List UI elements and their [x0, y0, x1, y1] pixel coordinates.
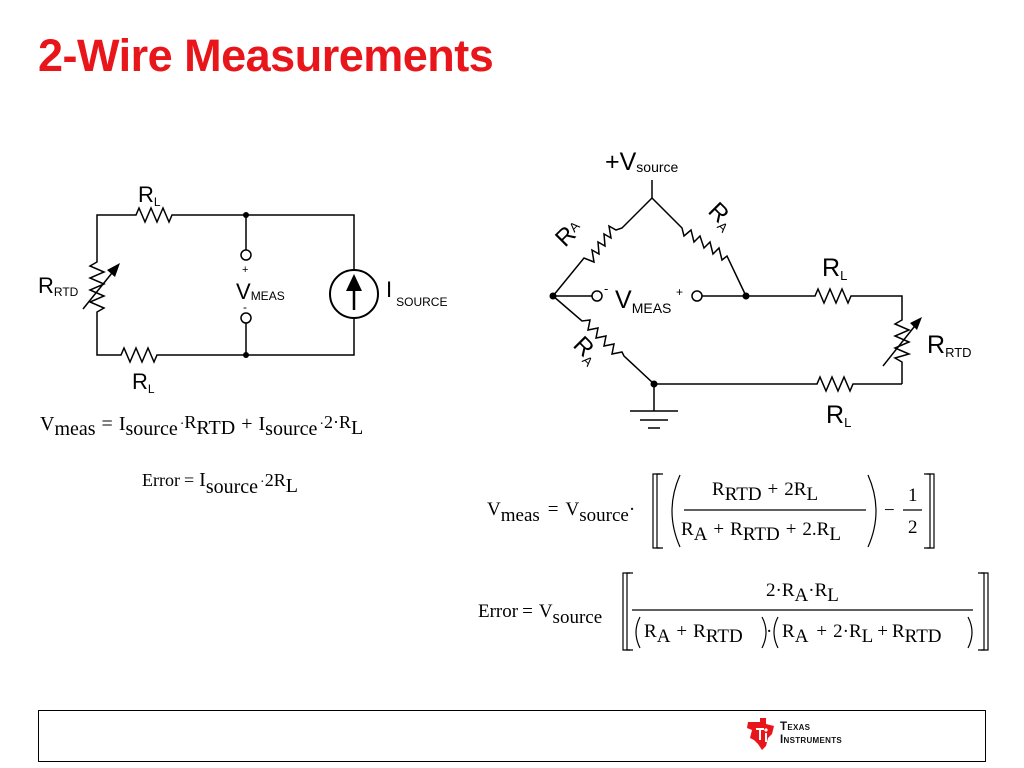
equation-vmeas-bridge-minus: −: [884, 500, 895, 521]
left-rl-top-resistor: [133, 206, 175, 224]
equation-graphics: [622, 473, 989, 651]
right-rl-top-label: RL: [822, 254, 847, 283]
left-bottom-wire-right: [160, 318, 355, 356]
left-current-source: [329, 269, 379, 319]
right-vmeas-label: VMEAS: [615, 286, 671, 316]
right-rrtd-arrow-line: [882, 321, 919, 367]
right-rl-bottom-resistor: [814, 375, 856, 393]
left-vmeas-minus-sign: -: [243, 300, 247, 314]
right-node-right: [742, 292, 750, 300]
left-node-top: [243, 212, 249, 218]
right-ra-upper-right-label: RA: [702, 197, 740, 235]
eq3-right-square-bracket-outer: [927, 473, 935, 549]
equation-error-bridge-numerator: 2·RA·RL: [766, 580, 839, 606]
eq4-paren-1-left: [635, 616, 641, 649]
eq3-right-paren: [867, 474, 877, 548]
left-top-wire-right: [175, 214, 355, 270]
equation-error-bridge-denominator-2: RA+2·RL+RRTD: [782, 621, 942, 647]
ti-logo-text: Texas Instruments: [780, 721, 842, 747]
right-rl-top-resistor: [812, 287, 856, 305]
eq3-right-square-bracket-inner: [924, 473, 931, 549]
left-rrtd-resistor: [88, 250, 106, 316]
eq3-left-paren: [671, 474, 681, 548]
left-rl-bottom-resistor: [118, 346, 160, 364]
right-vsource-label: +Vsource: [605, 148, 679, 176]
left-circuit: [82, 206, 379, 364]
eq4-paren-2-left: [773, 616, 779, 649]
left-rl-top-label: RL: [138, 182, 161, 209]
texas-instruments-logo: Texas Instruments: [744, 716, 884, 756]
right-vmeas-minus-terminal: [591, 290, 603, 302]
page-title: 2-Wire Measurements: [38, 30, 494, 81]
eq4-right-square-bracket-inner: [978, 572, 985, 651]
right-rrtd-resistor: [893, 312, 912, 384]
ti-map-icon: [747, 718, 774, 750]
left-bottom-wire: [96, 316, 118, 356]
eq4-left-square-bracket-inner: [626, 572, 633, 651]
left-vmeas-label: VMEAS: [236, 279, 285, 304]
left-vmeas-minus-terminal: [240, 312, 252, 324]
left-current-source-arrowhead: [346, 274, 362, 291]
right-ra-lower-left-resistor: [552, 295, 655, 385]
right-rrtd-label: RRTD: [927, 331, 972, 360]
right-rl-bottom-label: RL: [826, 401, 851, 430]
eq3-left-square-bracket-inner: [656, 473, 663, 549]
eq4-paren-1-right: [761, 616, 767, 649]
equation-error-left: Error=Isource·2RL: [142, 469, 298, 498]
equation-vmeas-bridge-half-num: 1: [908, 485, 918, 506]
left-rrtd-label: RRTD: [38, 273, 79, 299]
ti-logo-line1: Texas: [780, 721, 811, 733]
right-vmeas-plus-sign: +: [676, 285, 683, 299]
equation-vmeas-bridge-half-den: 2: [908, 517, 918, 538]
right-rrtd-arrow-head: [910, 317, 922, 330]
right-vmeas-plus-terminal: [691, 290, 703, 302]
equation-vmeas-bridge-numerator: RRTD+2RL: [712, 479, 818, 505]
left-top-wire: [96, 214, 133, 250]
equation-error-bridge-denominator-dot: ·: [766, 621, 772, 642]
right-node-bottom: [650, 380, 658, 388]
left-vmeas-plus-terminal: [240, 249, 252, 261]
equation-vmeas-left: Vmeas=Isource·RRTD+Isource·2·RL: [40, 412, 363, 440]
eq4-right-square-bracket-outer: [981, 572, 989, 651]
left-node-bottom: [243, 352, 249, 358]
right-vmeas-minus-sign: -: [604, 281, 608, 296]
right-circuit: [552, 180, 919, 429]
right-ra-upper-left-label: RA: [550, 215, 588, 253]
right-node-left: [549, 292, 557, 300]
right-top-wire-right: [856, 295, 903, 312]
equation-error-bridge-lhs: Error=Vsource: [478, 601, 602, 628]
left-vmeas-plus-sign: +: [242, 264, 248, 276]
left-rrtd-arrow-line: [82, 267, 117, 310]
eq4-paren-2-right: [967, 616, 973, 649]
equation-error-bridge-denominator-1: RA+RRTD: [644, 621, 743, 647]
equation-vmeas-bridge-lhs: Vmeas=Vsource·: [487, 499, 635, 526]
footer-bar: [38, 710, 986, 762]
ti-logo-line2: Instruments: [780, 734, 843, 746]
left-rrtd-arrow-head: [107, 263, 120, 277]
equation-vmeas-bridge-denominator: RA+RRTD+2.RL: [681, 519, 841, 545]
right-ra-upper-left-resistor: [552, 197, 653, 297]
right-ra-upper-right-resistor: [651, 197, 747, 297]
left-rl-bottom-label: RL: [132, 369, 155, 396]
